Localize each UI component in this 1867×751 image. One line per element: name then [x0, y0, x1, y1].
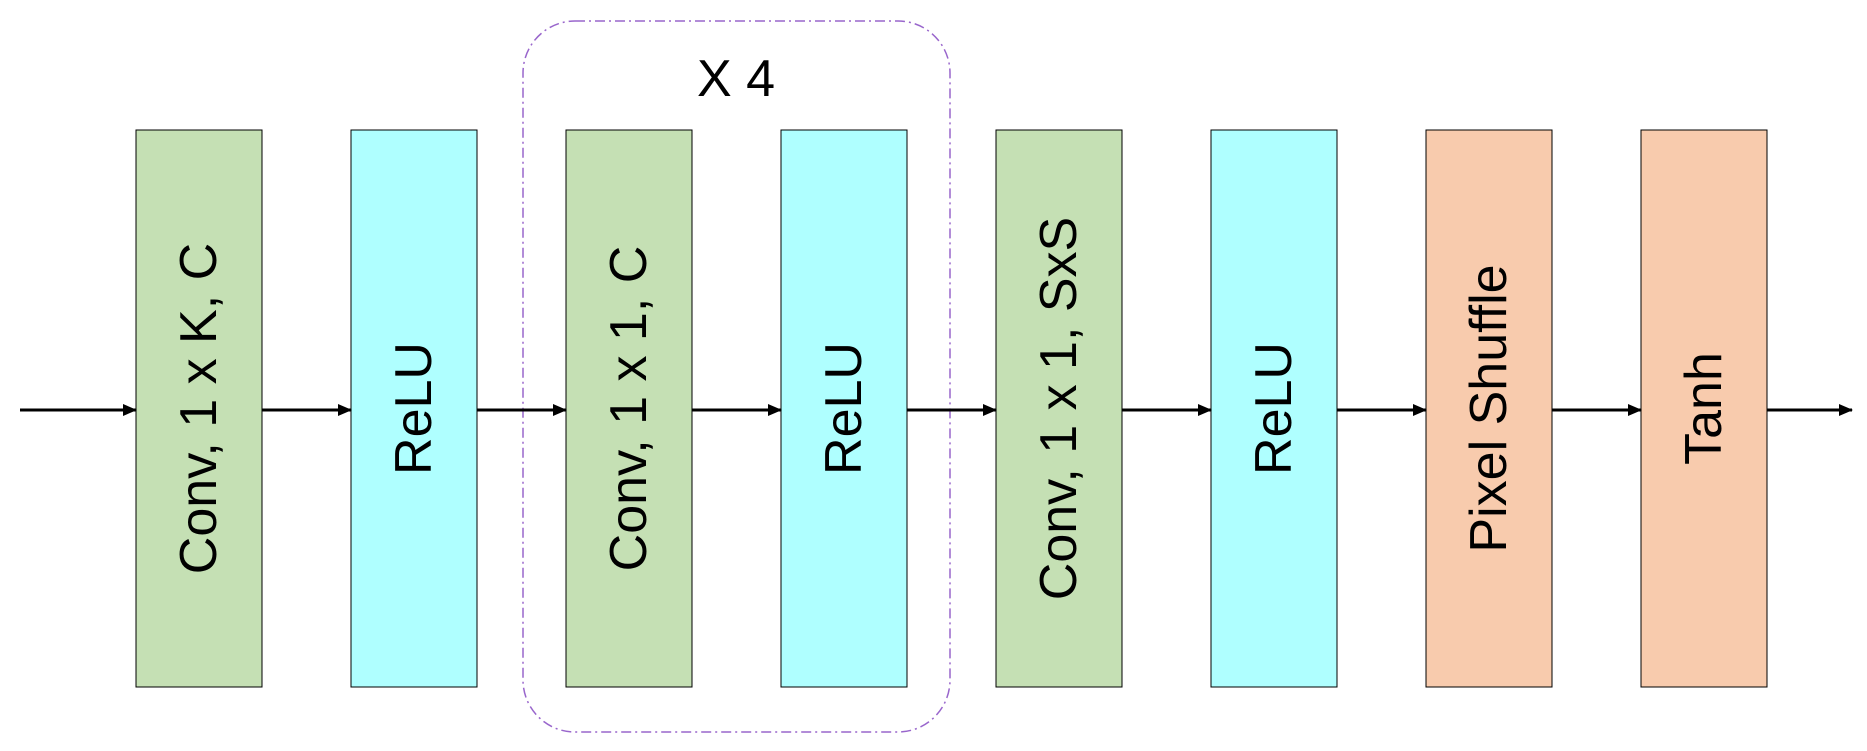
layer-label: ReLU	[815, 342, 873, 475]
layer-label: Pixel Shuffle	[1460, 264, 1518, 552]
layer-block-2: ReLU	[350, 129, 478, 688]
repeat-group-box	[522, 20, 951, 733]
layer-block-6: ReLU	[1210, 129, 1338, 688]
layer-label: ReLU	[385, 342, 443, 475]
layer-label: Tanh	[1675, 352, 1733, 465]
layer-label: Conv, 1 x 1, SxS	[1030, 217, 1088, 600]
layer-block-rect	[1640, 129, 1768, 688]
layer-block-8: Tanh	[1640, 129, 1768, 688]
repeat-group-label: X 4	[697, 50, 775, 108]
layer-block-rect	[135, 129, 263, 688]
layer-block-7: Pixel Shuffle	[1425, 129, 1553, 688]
layer-block-4: ReLU	[780, 129, 908, 688]
layer-label: Conv, 1 x 1, C	[600, 246, 658, 572]
layer-block-rect	[350, 129, 478, 688]
layer-label: Conv, 1 x K, C	[170, 243, 228, 574]
layer-label: ReLU	[1245, 342, 1303, 475]
layer-block-5: Conv, 1 x 1, SxS	[995, 129, 1123, 688]
layer-block-rect	[565, 129, 693, 688]
layer-block-rect	[995, 129, 1123, 688]
layer-block-3: Conv, 1 x 1, C	[565, 129, 693, 688]
layer-block-rect	[1210, 129, 1338, 688]
layer-block-1: Conv, 1 x K, C	[135, 129, 263, 688]
